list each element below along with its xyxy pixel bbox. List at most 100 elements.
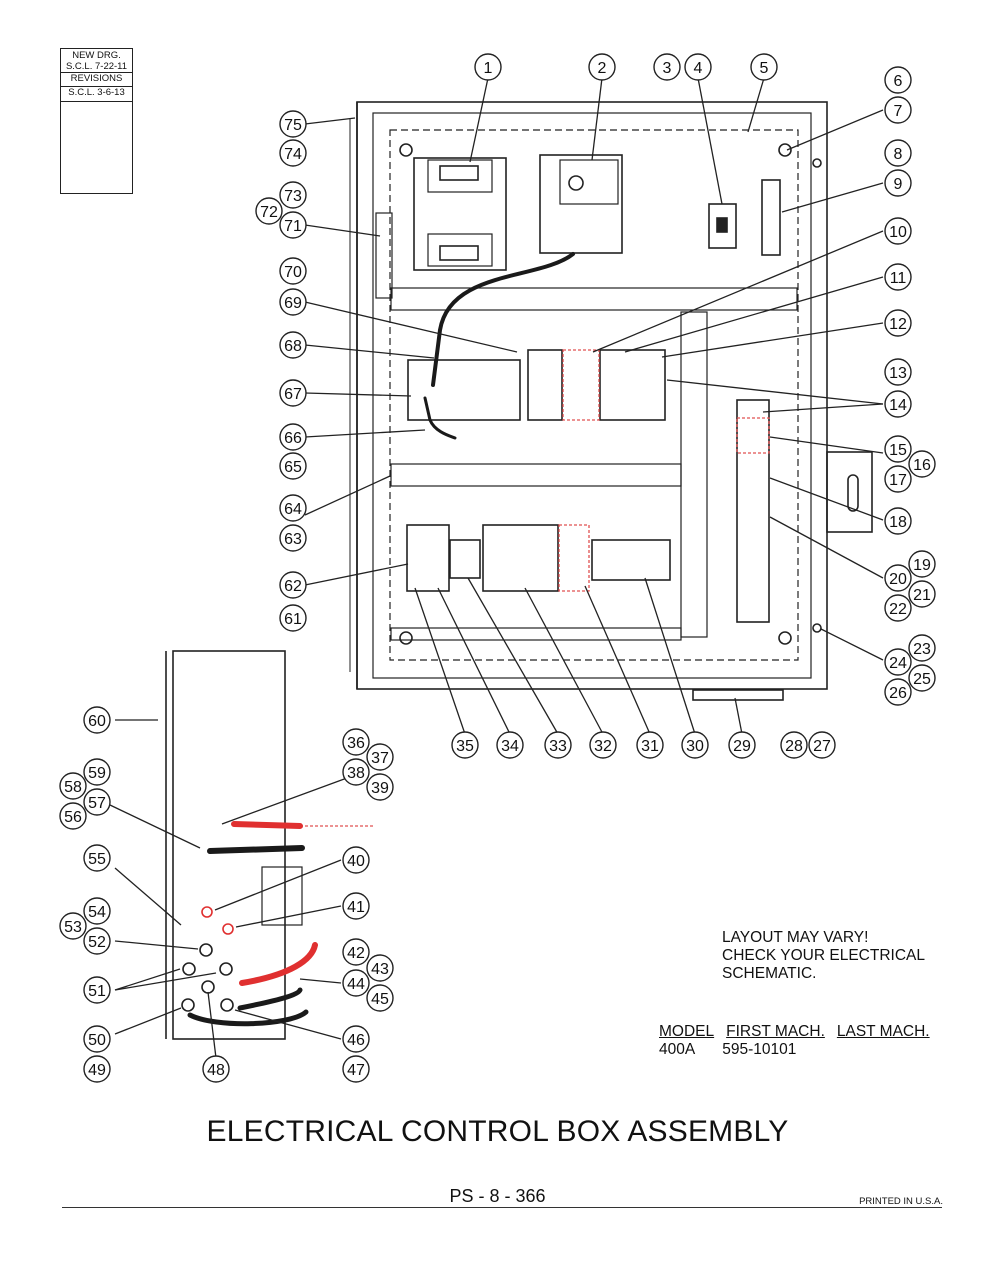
callout-label: 1 — [484, 60, 493, 77]
callout-label: 29 — [733, 738, 751, 755]
callout-18: 18 — [884, 507, 912, 535]
callout-1: 1 — [474, 53, 502, 81]
callout-label: 36 — [347, 735, 365, 752]
callout-16: 16 — [908, 450, 936, 478]
revision-header: REVISIONS — [61, 73, 132, 87]
callout-label: 41 — [347, 899, 365, 916]
callout-label: 22 — [889, 601, 907, 618]
callout-label: 39 — [371, 780, 389, 797]
callout-51: 51 — [83, 976, 111, 1004]
door-handle — [826, 451, 873, 533]
callout-label: 2 — [598, 60, 607, 77]
callout-label: 23 — [913, 641, 931, 658]
leader-lines — [109, 77, 884, 1059]
callout-75: 75 — [279, 110, 307, 138]
callout-label: 33 — [549, 738, 567, 755]
layout-note: LAYOUT MAY VARY! CHECK YOUR ELECTRICAL S… — [722, 929, 925, 983]
callout-31: 31 — [636, 731, 664, 759]
callout-label: 63 — [284, 531, 302, 548]
callout-6: 6 — [884, 66, 912, 94]
callout-label: 31 — [641, 738, 659, 755]
callout-label: 12 — [889, 316, 907, 333]
disconnect-breaker — [708, 203, 737, 249]
callout-64: 64 — [279, 494, 307, 522]
callout-label: 21 — [913, 587, 931, 604]
callout-49: 49 — [83, 1055, 111, 1083]
callout-58: 58 — [59, 772, 87, 800]
fitting-52 — [199, 943, 213, 957]
callout-label: 11 — [890, 270, 907, 287]
enclosure-inner — [372, 112, 812, 679]
callout-8: 8 — [884, 139, 912, 167]
red-wire-bottom — [239, 942, 318, 986]
callout-54: 54 — [83, 897, 111, 925]
callout-2: 2 — [588, 53, 616, 81]
callout-label: 7 — [894, 103, 903, 120]
callout-label: 47 — [347, 1062, 365, 1079]
callout-42: 42 — [342, 938, 370, 966]
callout-44: 44 — [342, 969, 370, 997]
callout-13: 13 — [884, 358, 912, 386]
callout-28: 28 — [780, 731, 808, 759]
callout-label: 9 — [894, 176, 903, 193]
callout-37: 37 — [366, 743, 394, 771]
callout-label: 75 — [284, 117, 302, 134]
callout-39: 39 — [366, 773, 394, 801]
side-view-outline — [172, 650, 286, 1040]
callout-label: 4 — [694, 60, 703, 77]
callout-label: 28 — [785, 738, 803, 755]
callout-label: 3 — [663, 60, 672, 77]
callout-label: 43 — [371, 961, 389, 978]
callout-32: 32 — [589, 731, 617, 759]
callout-label: 42 — [347, 945, 365, 962]
callout-3: 3 — [653, 53, 681, 81]
callout-label: 53 — [64, 919, 82, 936]
callout-24: 24 — [884, 648, 912, 676]
callout-label: 56 — [64, 809, 82, 826]
middle-rail — [390, 463, 682, 487]
callout-43: 43 — [366, 954, 394, 982]
callout-label: 49 — [88, 1062, 106, 1079]
callout-17: 17 — [884, 465, 912, 493]
fitting-40 — [201, 906, 213, 918]
callout-label: 13 — [889, 365, 907, 382]
callout-15: 15 — [884, 435, 912, 463]
callout-59: 59 — [83, 758, 111, 786]
callout-66: 66 — [279, 423, 307, 451]
callout-label: 64 — [284, 501, 302, 518]
motor-starter — [591, 539, 671, 581]
callout-67: 67 — [279, 379, 307, 407]
revision-drawing-cell: NEW DRG. S.C.L. 7-22-11 — [61, 49, 132, 73]
callout-label: 66 — [284, 430, 302, 447]
callout-label: 58 — [64, 779, 82, 796]
callout-label: 32 — [594, 738, 612, 755]
callout-36: 36 — [342, 728, 370, 756]
callout-label: 55 — [88, 851, 106, 868]
callout-4: 4 — [684, 53, 712, 81]
callout-label: 60 — [88, 713, 106, 730]
bottom-rule — [62, 1207, 942, 1208]
first-mach-value: 595-10101 — [722, 1041, 797, 1058]
callout-27: 27 — [808, 731, 836, 759]
callout-33: 33 — [544, 731, 572, 759]
callout-38: 38 — [342, 758, 370, 786]
revision-entry: S.C.L. 3-6-13 — [61, 87, 132, 102]
callout-label: 8 — [894, 146, 903, 163]
callout-74: 74 — [279, 139, 307, 167]
callout-label: 35 — [456, 738, 474, 755]
revision-new-drawing-label: NEW DRG. — [72, 50, 121, 61]
callout-35: 35 — [451, 731, 479, 759]
terminal-blocks-33 — [449, 539, 481, 579]
printed-in-usa: PRINTED IN U.S.A. — [859, 1196, 943, 1207]
callout-label: 74 — [284, 146, 302, 163]
callout-label: 50 — [88, 1032, 106, 1049]
callout-65: 65 — [279, 452, 307, 480]
callout-label: 18 — [889, 514, 907, 531]
callout-5: 5 — [750, 53, 778, 81]
callout-62: 62 — [279, 571, 307, 599]
callout-56: 56 — [59, 802, 87, 830]
callout-label: 54 — [88, 904, 106, 921]
